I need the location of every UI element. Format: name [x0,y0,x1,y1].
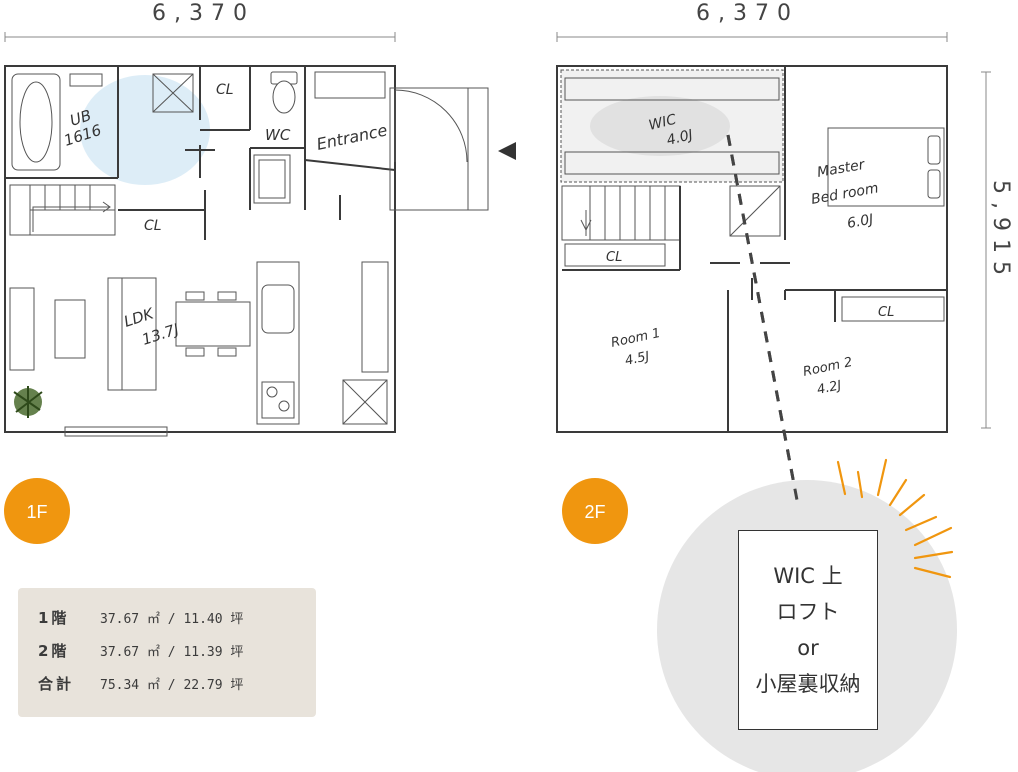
callout-line-3: or [797,636,819,660]
callout-line-4: 小屋裏収納 [755,672,861,696]
area-row-total: 合計 75.34 ㎡ / 22.79 坪 [38,672,243,696]
area-row-value: 37.67 ㎡ / 11.39 坪 [100,645,244,660]
area-row-label: 2階 [38,642,70,660]
sparkle-icon [836,458,954,579]
room-label-entrance: Entrance [315,120,389,154]
sofa-icon [107,277,157,391]
entrance-arrow-icon [498,142,516,160]
room-label-cl-right: CL [878,305,894,320]
plant-icon [13,386,43,418]
entrance-door-swing [394,89,468,163]
room-size-room2: 4.2J [816,378,843,398]
area-row-2f: 2階 37.67 ㎡ / 11.39 坪 [38,639,243,663]
area-row-1f: 1階 37.67 ㎡ / 11.40 坪 [38,606,243,630]
stove-icon [261,381,295,419]
room-size-master: 6.0J [846,212,875,232]
bathroom-glow [80,75,210,185]
area-row-label: 1階 [38,609,70,627]
loft-callout-box: WIC 上 ロフト or 小屋裏収納 [738,530,878,730]
area-row-value: 37.67 ㎡ / 11.40 坪 [100,612,244,627]
callout-line-1: WIC 上 [773,564,843,588]
floor1-plan [4,65,489,437]
room-label-ub: UB [68,106,94,130]
dimension-width-2f: 6,370 [696,1,799,26]
floor1-badge [4,478,70,544]
dimension-lines [4,32,991,429]
dimension-depth: 5,915 [988,180,1013,283]
stairs-2f [561,185,681,241]
washbasin-icon [253,154,291,204]
bathtub-icon [11,73,61,171]
stairs-1f [9,184,116,236]
room-label-wic: WIC [647,112,678,134]
floor2-plan [556,65,948,433]
kitchen-sink-icon [261,284,295,334]
room-label-room2: Room 2 [802,355,854,380]
bed-icon [827,127,945,207]
callout-line-2: ロフト [776,600,840,624]
room-label-room1: Room 1 [610,326,662,351]
area-row-value: 75.34 ㎡ / 22.79 坪 [100,678,244,693]
floor1-badge-label: 1F [26,502,47,522]
room-label-cl-top: CL [216,82,234,98]
room-label-cl-left: CL [606,250,622,265]
room-size-wic: 4.0J [665,127,694,149]
room-size-room1: 4.5J [624,349,651,369]
floor2-badge-label: 2F [584,502,605,522]
area-row-label: 合計 [38,675,75,693]
room-label-cl-stair: CL [144,218,162,234]
room-label-wc: WC [265,126,291,144]
sink-icon [69,73,103,87]
floor2-badge [562,478,628,544]
dining-table [175,301,251,347]
dimension-width-1f: 6,370 [152,1,255,26]
